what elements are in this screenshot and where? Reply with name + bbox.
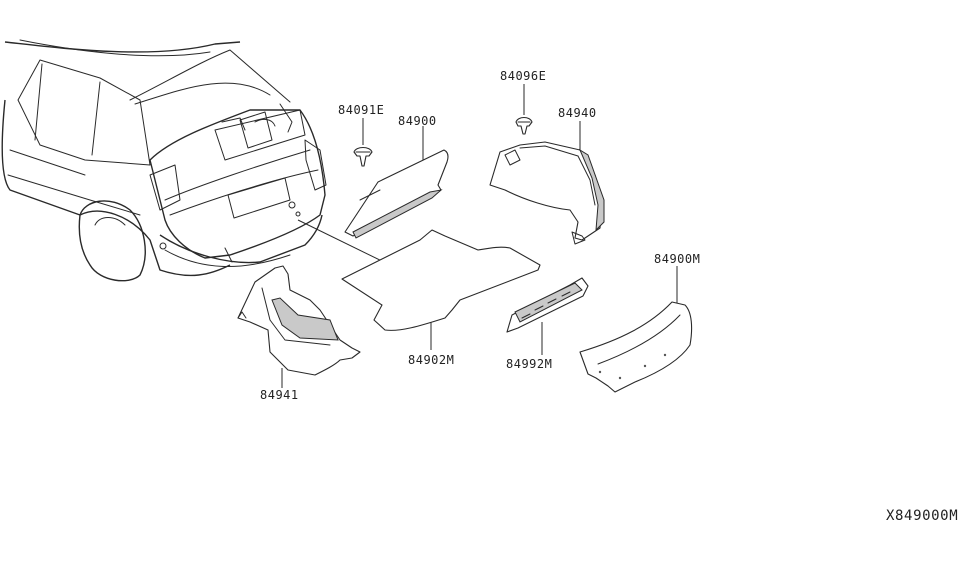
part-84096e-clip xyxy=(515,84,533,135)
part-84992m-rear-plate xyxy=(506,277,589,355)
part-84900m-finisher xyxy=(579,266,693,393)
diagram-code: X849000M xyxy=(886,508,958,524)
label-84902m: 84902M xyxy=(408,353,454,367)
label-84091e: 84091E xyxy=(338,103,384,117)
label-84096e: 84096E xyxy=(500,69,546,83)
label-84940: 84940 xyxy=(558,106,597,120)
part-84902m-floor-mat xyxy=(341,229,541,350)
part-84091e-clip xyxy=(353,118,373,167)
label-84900: 84900 xyxy=(398,114,437,128)
part-84940-side-trim xyxy=(489,121,605,245)
label-84992m: 84992M xyxy=(506,357,552,371)
label-84900m: 84900M xyxy=(654,252,700,266)
part-84941-side-trim xyxy=(237,265,361,388)
part-84900-trim xyxy=(344,126,449,239)
vehicle-rear-illustration xyxy=(1,39,327,282)
label-84941: 84941 xyxy=(260,388,299,402)
